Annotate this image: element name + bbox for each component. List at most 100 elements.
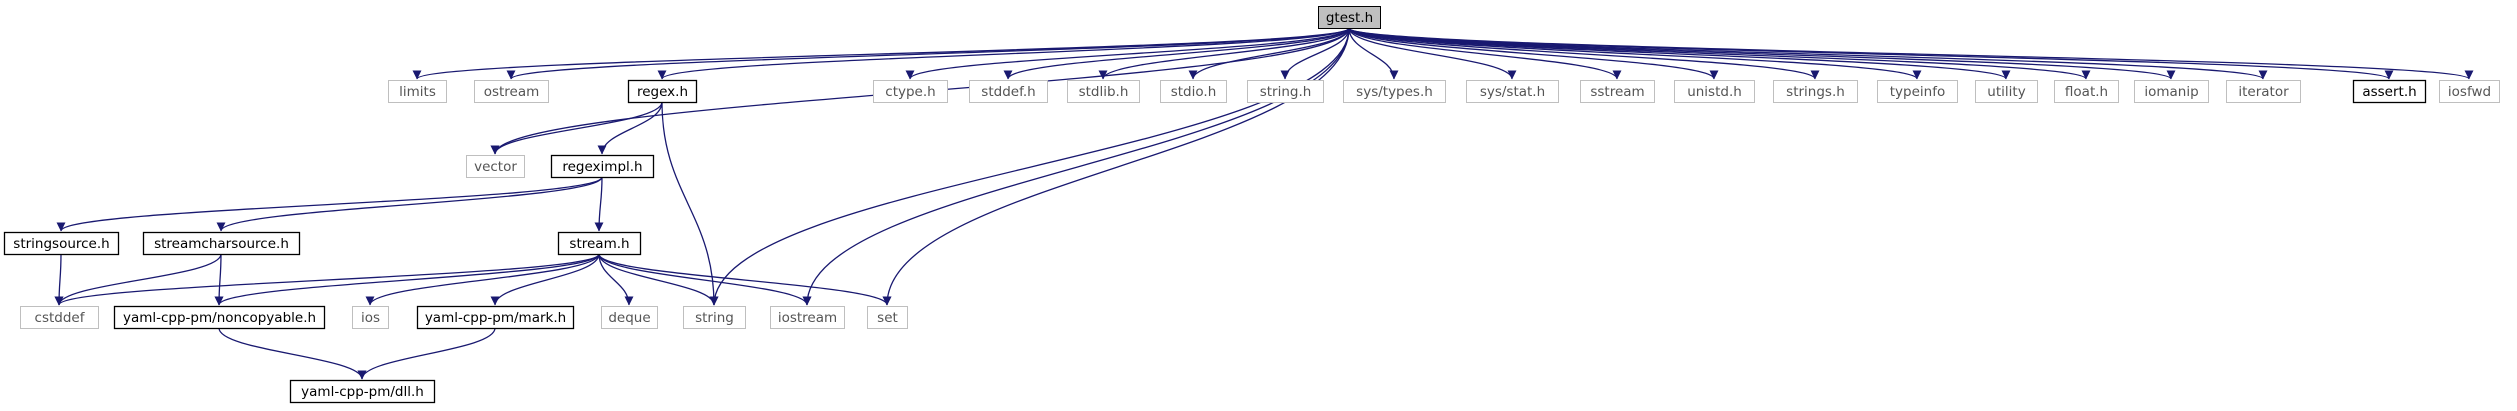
node-regeximpl-label: regeximpl.h [562, 159, 642, 175]
node-systypes: sys/types.h [1343, 80, 1446, 103]
node-sstream-box [1580, 80, 1655, 103]
node-unistd-box [1674, 80, 1755, 103]
node-regex-label: regex.h [637, 84, 688, 100]
node-assert-box [2352, 79, 2427, 104]
node-dll-label: yaml-cpp-pm/dll.h [301, 384, 424, 400]
node-stringh: string.h [1247, 80, 1324, 103]
edge-gtest-to-unistd [1348, 27, 1719, 80]
node-ctype: ctype.h [873, 80, 948, 103]
node-iomanip-box [2134, 80, 2209, 103]
edge-gtest-to-iosfwd [1348, 27, 2474, 80]
edge-gtest-to-stringh [1280, 27, 1350, 80]
node-noncopyable-label: yaml-cpp-pm/noncopyable.h [123, 310, 316, 326]
node-gtest-box [1318, 6, 1381, 29]
node-set-box [867, 306, 908, 329]
node-iostream-box [770, 306, 845, 329]
node-limits: limits [388, 80, 447, 103]
node-iostream: iostream [770, 306, 845, 329]
node-iomanip-label: iomanip [2144, 84, 2198, 100]
node-limits-label: limits [399, 84, 436, 100]
node-stringh-box [1247, 80, 1324, 103]
node-stringsource-label: stringsource.h [13, 236, 109, 252]
node-ostream: ostream [474, 80, 549, 103]
node-strings: strings.h [1773, 80, 1858, 103]
node-noncopyable-box [113, 305, 326, 330]
node-dll[interactable]: yaml-cpp-pm/dll.h [289, 379, 436, 404]
node-stringh-label: string.h [1260, 84, 1312, 100]
node-utility: utility [1975, 80, 2038, 103]
edge-stream-to-iostream [598, 253, 812, 306]
node-string-box [683, 306, 746, 329]
edge-gtest-to-limits [412, 27, 1350, 80]
node-typeinfo: typeinfo [1877, 80, 1958, 103]
edge-noncopyable-to-dll [218, 327, 367, 380]
node-typeinfo-label: typeinfo [1890, 84, 1945, 100]
node-systypes-box [1343, 80, 1446, 103]
node-cstddef-label: cstddef [35, 310, 86, 326]
edge-regeximpl-to-streamcharsource [216, 176, 603, 232]
node-iosfwd-label: iosfwd [2448, 84, 2491, 100]
node-deque-label: deque [608, 310, 650, 326]
node-deque-box [601, 306, 658, 329]
edge-stream-to-set [598, 253, 892, 306]
node-unistd-label: unistd.h [1687, 84, 1742, 100]
node-streamcharsource[interactable]: streamcharsource.h [142, 231, 301, 256]
node-assert[interactable]: assert.h [2352, 79, 2427, 104]
node-ios-box [352, 306, 389, 329]
node-stringsource[interactable]: stringsource.h [3, 231, 120, 256]
node-stddef: stddef.h [969, 80, 1048, 103]
node-stddef-box [969, 80, 1048, 103]
node-assert-label: assert.h [2362, 84, 2416, 100]
edge-regex-to-string [661, 101, 719, 306]
node-sysstat-box [1466, 80, 1559, 103]
node-dll-box [289, 379, 436, 404]
node-stdlib: stdlib.h [1067, 80, 1140, 103]
edge-gtest-to-ostream [506, 27, 1350, 80]
node-limits-box [388, 80, 447, 103]
edge-stream-to-noncopyable [214, 253, 600, 306]
edge-regeximpl-to-stream [594, 176, 604, 232]
node-regeximpl[interactable]: regeximpl.h [550, 154, 655, 179]
edge-stringsource-to-cstddef [54, 253, 64, 306]
node-sysstat-label: sys/stat.h [1480, 84, 1545, 100]
node-sstream: sstream [1580, 80, 1655, 103]
node-cstddef: cstddef [20, 306, 99, 329]
node-noncopyable[interactable]: yaml-cpp-pm/noncopyable.h [113, 305, 326, 330]
edge-stream-to-string [598, 253, 719, 306]
edge-stream-to-cstddef [54, 253, 600, 306]
node-iterator-label: iterator [2238, 84, 2289, 100]
edge-regex-to-vector [490, 101, 663, 155]
edge-gtest-to-iomanip [1348, 27, 2176, 80]
node-mark-box [416, 305, 575, 330]
node-stringsource-box [3, 231, 120, 256]
edge-gtest-to-iterator [1348, 27, 2268, 80]
node-streamcharsource-box [142, 231, 301, 256]
node-stream[interactable]: stream.h [557, 231, 642, 256]
node-mark-label: yaml-cpp-pm/mark.h [425, 310, 566, 326]
node-iterator: iterator [2226, 80, 2301, 103]
node-typeinfo-box [1877, 80, 1958, 103]
node-set-label: set [877, 310, 898, 326]
edge-regeximpl-to-stringsource [56, 176, 603, 232]
node-stdio: stdio.h [1160, 80, 1227, 103]
node-ctype-label: ctype.h [885, 84, 935, 100]
edge-stream-to-mark [490, 253, 600, 306]
node-stream-label: stream.h [569, 236, 629, 252]
node-sstream-label: sstream [1590, 84, 1644, 100]
node-mark[interactable]: yaml-cpp-pm/mark.h [416, 305, 575, 330]
node-iosfwd-box [2439, 80, 2500, 103]
node-string: string [683, 306, 746, 329]
node-vector-box [466, 155, 525, 178]
node-stddef-label: stddef.h [981, 84, 1035, 100]
edge-mark-to-dll [357, 327, 496, 380]
node-iostream-label: iostream [778, 310, 837, 326]
edge-streamcharsource-to-cstddef [54, 253, 222, 306]
edge-gtest-to-systypes [1348, 27, 1399, 80]
node-regex[interactable]: regex.h [627, 79, 698, 104]
node-gtest[interactable]: gtest.h [1318, 6, 1381, 29]
node-stdio-label: stdio.h [1171, 84, 1217, 100]
node-stream-box [557, 231, 642, 256]
node-gtest-label: gtest.h [1326, 10, 1373, 26]
node-strings-label: strings.h [1786, 84, 1845, 100]
